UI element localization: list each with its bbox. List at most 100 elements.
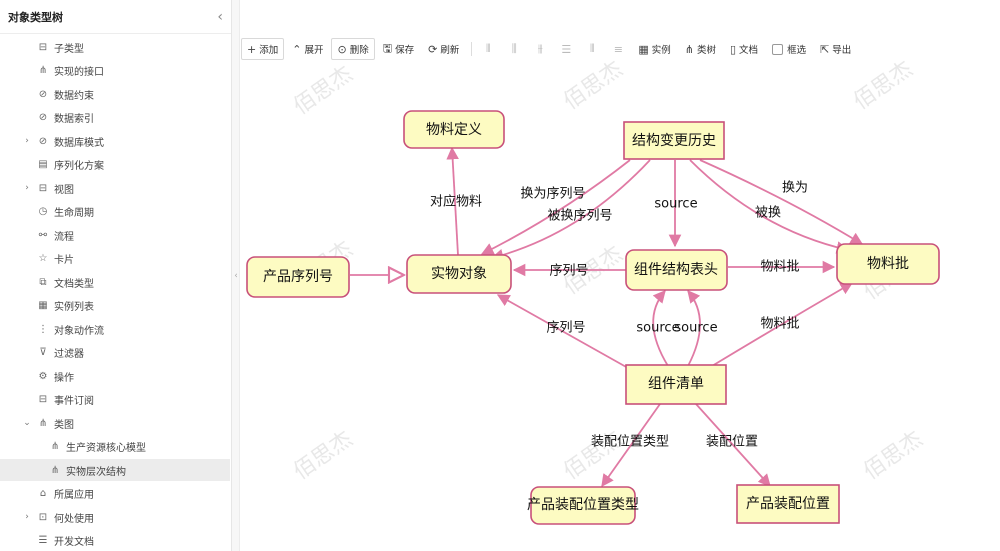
box-select-toggle[interactable]: 框选 bbox=[766, 38, 812, 60]
tree-item[interactable]: ⊘数据索引 bbox=[0, 107, 230, 129]
align-top-icon[interactable]: ☰ bbox=[561, 42, 572, 56]
align-center-icon[interactable]: ⫼ bbox=[511, 42, 517, 55]
splitter-chevron-icon[interactable]: ‹ bbox=[234, 271, 238, 281]
edge-label-source-top: source bbox=[654, 197, 697, 212]
node-assembly-position[interactable]: 产品装配位置 bbox=[736, 484, 840, 524]
tree-item-label: 开发文档 bbox=[54, 537, 94, 548]
tree-item[interactable]: ▤序列化方案 bbox=[0, 154, 230, 176]
chevron-up-icon: ⌃ bbox=[292, 42, 302, 56]
index-icon: ⊘ bbox=[38, 112, 48, 123]
add-button[interactable]: + 添加 bbox=[241, 38, 285, 60]
edge-label-swapped-serial: 被换序列号 bbox=[547, 209, 612, 224]
tree-item[interactable]: ⋔ 实物层次结构 bbox=[0, 459, 230, 481]
tree-item[interactable]: ⌄⋔类图 bbox=[0, 412, 230, 434]
document-button[interactable]: ▯ 文档 bbox=[724, 38, 764, 60]
tree-item-label: 对象动作流 bbox=[54, 325, 104, 337]
edge-list-to-pos-type[interactable] bbox=[601, 403, 661, 488]
tree-item-label: 文档类型 bbox=[54, 278, 94, 290]
expand-button[interactable]: ⌃ 展开 bbox=[286, 38, 329, 60]
save-button[interactable]: 🖫 保存 bbox=[377, 38, 420, 60]
edge-list-to-batch[interactable] bbox=[711, 282, 854, 367]
tree-item[interactable]: ⊟子类型 bbox=[0, 36, 230, 58]
tree-item-label: 实物层次结构 bbox=[66, 466, 126, 478]
tree-item[interactable]: ⊽过滤器 bbox=[0, 342, 230, 364]
node-product-serial[interactable]: 产品序列号 bbox=[246, 256, 350, 298]
doc-type-icon: ⧉ bbox=[39, 276, 47, 288]
event-icon: ⊟ bbox=[38, 394, 48, 405]
tree-item-label: 生命周期 bbox=[54, 208, 94, 219]
save-icon: 🖫 bbox=[382, 41, 393, 55]
edge-label-layer: 对应物料 换为序列号 被换序列号 source 换为 被换 序列号 物料批 序列… bbox=[430, 181, 808, 450]
edge-list-to-header-left[interactable] bbox=[652, 290, 669, 367]
tree-item[interactable]: ⚯ 流程 bbox=[0, 224, 230, 246]
edge-list-to-pos[interactable] bbox=[695, 403, 771, 487]
tree-item[interactable]: ⧉ 文档类型 bbox=[0, 271, 230, 293]
edge-history-to-batch-swap-to[interactable] bbox=[699, 159, 864, 245]
edge-history-to-object-swapped[interactable] bbox=[490, 159, 651, 262]
edge-label-serial-header: 序列号 bbox=[549, 264, 588, 279]
tree-item[interactable]: ⚙操作 bbox=[0, 365, 230, 387]
subtype-icon: ⊟ bbox=[38, 41, 48, 53]
tree-item-label: 所属应用 bbox=[54, 490, 94, 501]
align-right-icon[interactable]: ⫵ bbox=[537, 42, 543, 55]
tree-item-label: 流程 bbox=[54, 231, 74, 243]
node-material-definition-label: 物料定义 bbox=[426, 122, 482, 138]
tree-item[interactable]: ›⊘数据库模式 bbox=[0, 130, 230, 152]
edge-list-to-header-right[interactable] bbox=[687, 290, 701, 367]
model-icon: ⋔ bbox=[50, 464, 60, 476]
tree-item[interactable]: ⋔生产资源核心模型 bbox=[0, 436, 230, 458]
chevron-right-icon[interactable]: › bbox=[25, 512, 29, 522]
tree-item[interactable]: ☆卡片 bbox=[0, 248, 230, 270]
tree-item[interactable]: ⌂ 所属应用 bbox=[0, 483, 230, 505]
box-select-checkbox[interactable] bbox=[772, 43, 784, 55]
tree-item[interactable]: ›⊟视图 bbox=[0, 177, 230, 199]
tree-item[interactable]: ⊟事件订阅 bbox=[0, 389, 230, 411]
grid-icon: ▦ bbox=[638, 42, 649, 56]
edge-label-batch-header: 物料批 bbox=[760, 260, 799, 275]
tree-item[interactable]: ⊘数据约束 bbox=[0, 83, 230, 105]
distribute-vertical-icon[interactable]: ≡ bbox=[613, 42, 623, 56]
app-icon: ⌂ bbox=[39, 488, 47, 499]
node-component-header[interactable]: 组件结构表头 bbox=[625, 249, 728, 291]
edge-list-to-object[interactable] bbox=[496, 294, 629, 369]
node-physical-object-label: 实物对象 bbox=[431, 266, 487, 282]
node-material-definition[interactable]: 物料定义 bbox=[403, 110, 505, 149]
refresh-button[interactable]: ⟳ 刷新 bbox=[422, 38, 465, 60]
instance-button[interactable]: ▦ 实例 bbox=[632, 38, 676, 60]
node-material-batch[interactable]: 物料批 bbox=[836, 243, 940, 285]
flow-icon: ⚯ bbox=[38, 229, 48, 241]
edge-object-to-material-def[interactable] bbox=[446, 146, 459, 256]
tree-item[interactable]: ▦实例列表 bbox=[0, 295, 230, 317]
tree-item-label: 何处使用 bbox=[54, 513, 94, 525]
edge-history-to-object-swap-in[interactable] bbox=[480, 159, 631, 255]
watermark-text: 佰思杰 bbox=[289, 427, 357, 485]
tree-item[interactable]: ◷生命周期 bbox=[0, 201, 230, 223]
distribute-horizontal-icon[interactable]: ⦀ bbox=[589, 42, 595, 55]
edge-history-to-batch-swapped[interactable] bbox=[689, 159, 850, 254]
node-physical-object[interactable]: 实物对象 bbox=[406, 254, 512, 294]
panel-splitter[interactable]: ‹ bbox=[232, 0, 240, 551]
edge-label-pos: 装配位置 bbox=[706, 435, 758, 450]
node-component-list[interactable]: 组件清单 bbox=[625, 364, 727, 405]
tree-item[interactable]: ☰开发文档 bbox=[0, 530, 230, 551]
tree-item[interactable]: › ⊡ 何处使用 bbox=[0, 506, 230, 528]
usage-icon: ⊡ bbox=[38, 511, 48, 523]
chevron-right-icon[interactable]: › bbox=[25, 183, 29, 193]
node-structure-change-history[interactable]: 结构变更历史 bbox=[623, 121, 725, 160]
tree-item-label: 实例列表 bbox=[54, 302, 94, 313]
tree-item[interactable]: ⋮对象动作流 bbox=[0, 318, 230, 340]
align-left-icon[interactable]: ⫴ bbox=[486, 42, 491, 55]
sidebar-title: 对象类型树 bbox=[8, 10, 63, 24]
delete-button[interactable]: ⊙ 删除 bbox=[331, 38, 375, 60]
edge-label-corresponding-material: 对应物料 bbox=[430, 194, 482, 210]
node-assembly-position-type[interactable]: 产品装配位置类型 bbox=[527, 486, 639, 525]
tree-item-label: 数据约束 bbox=[54, 90, 94, 102]
class-tree-button[interactable]: ⋔ 类树 bbox=[679, 38, 722, 60]
collapse-sidebar-icon[interactable]: ‹ bbox=[217, 8, 223, 25]
chevron-down-icon[interactable]: ⌄ bbox=[23, 418, 31, 428]
chevron-right-icon[interactable]: › bbox=[25, 136, 29, 146]
tree-item[interactable]: ⋔实现的接口 bbox=[0, 60, 230, 82]
export-button[interactable]: ⇱ 导出 bbox=[814, 38, 857, 60]
watermark-text: 佰思杰 bbox=[849, 57, 917, 115]
